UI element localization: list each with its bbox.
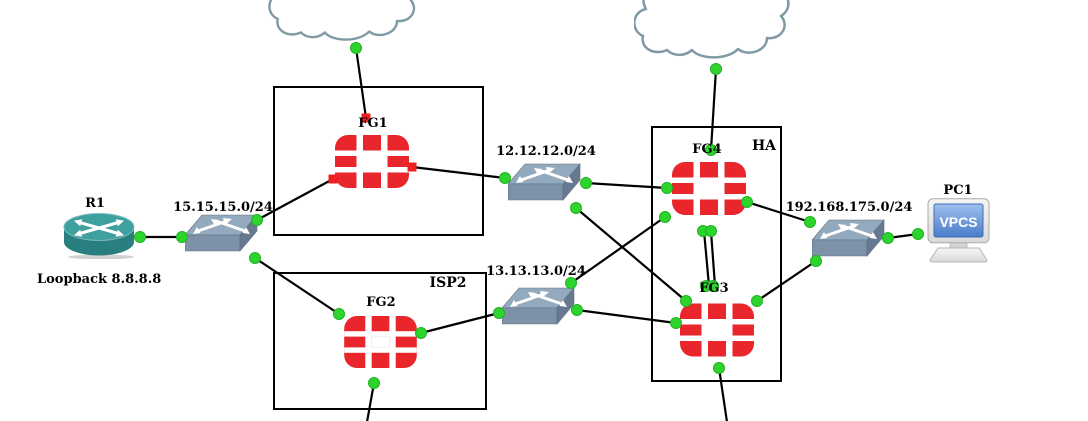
fortigate-icon <box>344 316 417 368</box>
net-12-label[interactable]: 12.12.12.0/24 <box>496 144 596 159</box>
isp2-label[interactable]: ISP2 <box>429 275 467 291</box>
link-fg2-sw-13[interactable] <box>420 311 500 335</box>
link-status-up-dot <box>670 317 682 329</box>
node-sw-12[interactable] <box>508 163 581 201</box>
node-pc1[interactable]: VPCS <box>925 198 992 264</box>
link-fg3-bottom-edge[interactable] <box>717 367 728 421</box>
link-status-down-square <box>361 113 371 123</box>
link-sw-13-fg4[interactable] <box>570 216 666 284</box>
link-fg1-sw-15[interactable] <box>256 178 334 221</box>
node-sw-15[interactable] <box>185 214 258 252</box>
link-status-up-dot <box>493 307 505 319</box>
link-status-down-square <box>328 174 338 184</box>
fortigate-icon <box>335 135 409 188</box>
link-fg4-fg3[interactable] <box>702 230 711 287</box>
net-192-label[interactable]: 192.168.175.0/24 <box>785 200 913 215</box>
ethernet-switch-icon <box>508 163 581 201</box>
link-status-up-dot <box>350 42 362 54</box>
link-cloud2-fg4[interactable] <box>709 68 718 151</box>
fg3-label[interactable]: FG3 <box>699 281 729 296</box>
r1-label[interactable]: R1 <box>85 196 105 211</box>
link-status-up-dot <box>713 362 725 374</box>
node-cloud1[interactable] <box>266 0 430 44</box>
ethernet-switch-icon <box>185 214 258 252</box>
link-fg3-sw-192[interactable] <box>756 260 817 302</box>
fg4-label[interactable]: FG4 <box>692 142 722 157</box>
net-15-label[interactable]: 15.15.15.0/24 <box>173 200 273 215</box>
link-status-up-dot <box>176 231 188 243</box>
cloud-icon <box>634 0 790 59</box>
drawing-box-ha-zone[interactable] <box>651 126 782 382</box>
link-sw-12-fg4[interactable] <box>585 181 668 190</box>
link-fg4-sw-192[interactable] <box>746 200 811 224</box>
link-sw-12-fg3[interactable] <box>575 207 687 302</box>
link-status-up-dot <box>251 214 263 226</box>
link-fg2-bottom-edge[interactable] <box>366 382 376 421</box>
fortigate-icon <box>680 303 754 357</box>
router-icon <box>63 213 135 259</box>
pc-icon: VPCS <box>927 198 990 263</box>
node-sw-192[interactable] <box>812 219 885 257</box>
link-status-up-dot <box>751 295 763 307</box>
pc1-label[interactable]: PC1 <box>943 183 973 198</box>
link-status-up-dot <box>571 304 583 316</box>
node-fg1[interactable] <box>335 135 409 188</box>
r1-loopback-label[interactable]: Loopback 8.8.8.8 <box>37 272 162 287</box>
link-status-up-dot <box>499 172 511 184</box>
node-cloud2[interactable] <box>634 0 798 62</box>
link-status-up-dot <box>705 144 717 156</box>
link-status-up-dot <box>580 177 592 189</box>
link-fg1-sw-12[interactable] <box>411 165 506 180</box>
link-status-down-square <box>407 162 417 172</box>
link-sw-13-fg3[interactable] <box>576 308 677 325</box>
fg1-label[interactable]: FG1 <box>358 116 388 131</box>
link-status-up-dot <box>134 231 146 243</box>
fortigate-icon <box>672 162 746 215</box>
link-status-up-dot <box>661 182 673 194</box>
link-status-up-dot <box>710 63 722 75</box>
link-status-up-dot <box>804 216 816 228</box>
link-status-up-dot <box>415 327 427 339</box>
node-fg4[interactable] <box>672 162 746 215</box>
link-status-up-dot <box>659 211 671 223</box>
link-fg4-fg3[interactable] <box>709 230 717 287</box>
cloud-icon <box>268 0 416 41</box>
pc-screen-text: VPCS <box>939 214 977 230</box>
drawing-box-isp2-zone[interactable] <box>273 272 487 410</box>
ethernet-switch-icon <box>812 219 885 257</box>
drawing-box-fg1-zone[interactable] <box>273 86 484 236</box>
link-status-up-dot <box>741 196 753 208</box>
link-status-up-dot <box>707 280 719 292</box>
link-status-up-dot <box>333 308 345 320</box>
link-status-up-dot <box>810 255 822 267</box>
fg2-label[interactable]: FG2 <box>366 295 396 310</box>
link-sw-15-fg2[interactable] <box>254 257 340 315</box>
node-r1[interactable] <box>63 211 135 259</box>
node-fg2[interactable] <box>344 316 417 368</box>
link-status-up-dot <box>249 252 261 264</box>
link-cloud1-fg1[interactable] <box>354 47 368 119</box>
net-13-label[interactable]: 13.13.13.0/24 <box>486 264 586 279</box>
link-status-up-dot <box>565 277 577 289</box>
node-sw-13[interactable] <box>502 287 575 325</box>
link-status-up-dot <box>705 225 717 237</box>
link-status-up-dot <box>570 202 582 214</box>
ethernet-switch-icon <box>502 287 575 325</box>
link-status-up-dot <box>882 232 894 244</box>
node-fg3[interactable] <box>680 303 754 357</box>
ha-label[interactable]: HA <box>751 138 777 154</box>
link-status-up-dot <box>680 295 692 307</box>
link-status-up-dot <box>368 377 380 389</box>
link-status-up-dot <box>912 228 924 240</box>
